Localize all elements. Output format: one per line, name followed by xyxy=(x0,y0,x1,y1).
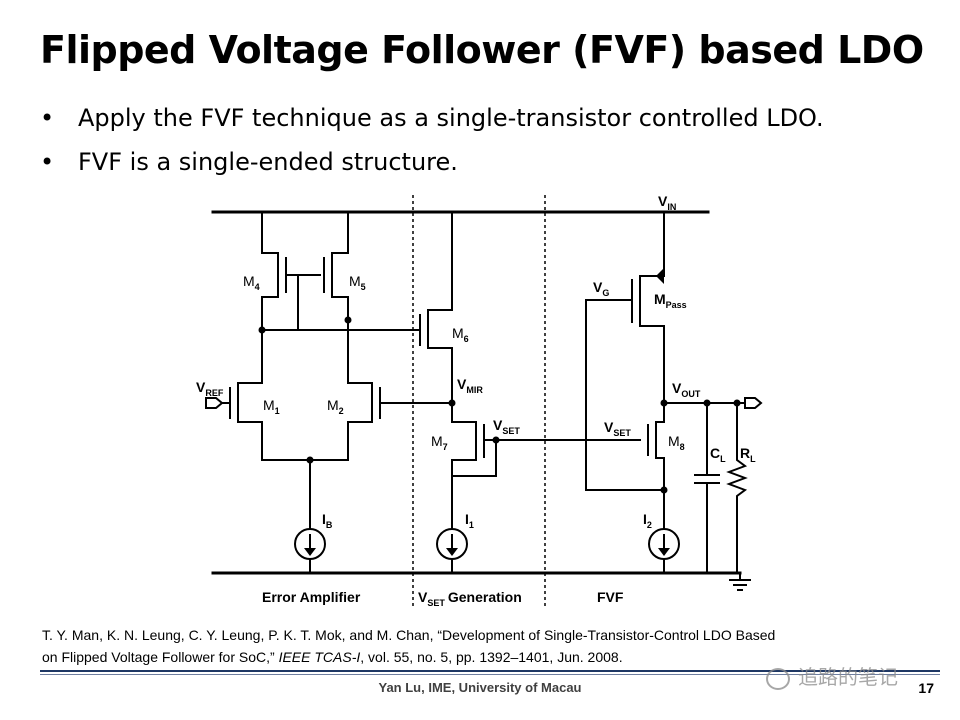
citation-line-2: on Flipped Voltage Follower for SoC,” IE… xyxy=(42,649,623,665)
m4-label: M xyxy=(243,273,255,289)
footer-rule xyxy=(40,670,940,672)
bullet-dot: • xyxy=(40,104,55,132)
m5-label: M xyxy=(349,273,361,289)
bullet-item: • Apply the FVF technique as a single-tra… xyxy=(40,104,824,148)
svg-text:M5: M5 xyxy=(349,273,366,292)
vset-label: V xyxy=(493,417,503,433)
vg-label: V xyxy=(593,279,603,295)
svg-text:I1: I1 xyxy=(465,511,474,530)
svg-text:I2: I2 xyxy=(643,511,652,530)
svg-text:M2: M2 xyxy=(327,397,344,416)
svg-text:M7: M7 xyxy=(431,433,448,452)
svg-text:VIN: VIN xyxy=(658,193,676,212)
footer-affiliation: Yan Lu, IME, University of Macau xyxy=(378,680,582,695)
svg-text:M8: M8 xyxy=(668,433,685,452)
vin-label: V xyxy=(658,193,668,209)
svg-text:VMIR: VMIR xyxy=(457,376,483,395)
i2-label: I xyxy=(643,511,647,527)
vref-label: V xyxy=(196,379,206,395)
watermark: 追路的笔记 xyxy=(766,661,898,690)
citation: T. Y. Man, K. N. Leung, C. Y. Leung, P. … xyxy=(42,624,775,668)
bullet-text: Apply the FVF technique as a single-tran… xyxy=(78,104,824,132)
m6-label: M xyxy=(452,325,464,341)
svg-text:IB: IB xyxy=(322,511,333,530)
citation-journal: IEEE TCAS-I xyxy=(278,649,361,665)
svg-text:M6: M6 xyxy=(452,325,469,344)
svg-text:M4: M4 xyxy=(243,273,260,292)
rl-label: R xyxy=(740,445,750,461)
ib-label: I xyxy=(322,511,326,527)
vout-label: V xyxy=(672,380,682,396)
cl-label: C xyxy=(710,445,720,461)
bullet-dot: • xyxy=(40,148,55,176)
bullet-item: • FVF is a single-ended structure. xyxy=(40,148,824,192)
section-fvf: FVF xyxy=(597,589,624,605)
section-vset-prefix: V xyxy=(418,589,428,605)
svg-text:VSET: VSET xyxy=(493,417,520,436)
footer-rule-thin xyxy=(40,674,940,675)
svg-text:RL: RL xyxy=(740,445,756,464)
m2-label: M xyxy=(327,397,339,413)
svg-text:M1: M1 xyxy=(263,397,280,416)
section-generation: Generation xyxy=(448,589,522,605)
svg-text:VG: VG xyxy=(593,279,609,298)
citation-line-1: T. Y. Man, K. N. Leung, C. Y. Leung, P. … xyxy=(42,627,776,643)
m7-label: M xyxy=(431,433,443,449)
svg-text:MPass: MPass xyxy=(654,291,687,310)
bullet-list: • Apply the FVF technique as a single-tra… xyxy=(40,104,824,192)
svg-text:CL: CL xyxy=(710,445,726,464)
section-error-amplifier: Error Amplifier xyxy=(262,589,361,605)
vset-label-fvf: V xyxy=(604,419,614,435)
m1-label: M xyxy=(263,397,275,413)
vmir-label: V xyxy=(457,376,467,392)
svg-text:VREF: VREF xyxy=(196,379,224,398)
mpass-label: M xyxy=(654,291,666,307)
i1-label: I xyxy=(465,511,469,527)
wechat-icon xyxy=(766,667,790,690)
bullet-text: FVF is a single-ended structure. xyxy=(78,148,458,176)
m8-label: M xyxy=(668,433,680,449)
page-number: 17 xyxy=(918,680,934,696)
slide-title: Flipped Voltage Follower (FVF) based LDO xyxy=(40,28,924,72)
svg-text:VOUT: VOUT xyxy=(672,380,701,399)
svg-text:VSET: VSET xyxy=(604,419,631,438)
